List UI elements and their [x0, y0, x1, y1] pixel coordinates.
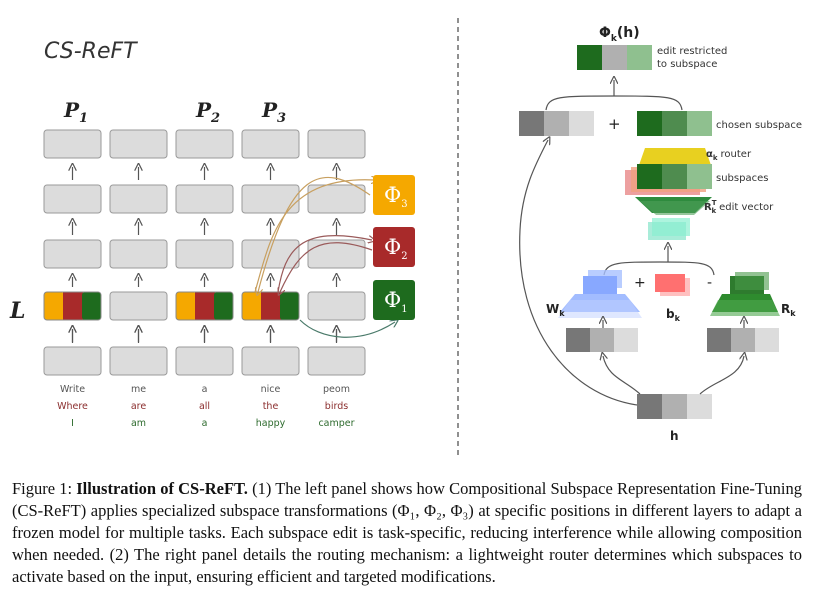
token: Write	[60, 384, 85, 395]
caption-prefix: Figure 1:	[12, 479, 77, 498]
layer-label: L	[9, 298, 25, 324]
arrow-from-phi2	[280, 242, 373, 292]
token: happy	[256, 418, 286, 429]
caption-body: (1) The left panel shows how Composition…	[12, 479, 802, 586]
token: a	[202, 384, 208, 395]
position-label: P2	[195, 98, 220, 126]
output-vector	[577, 45, 652, 70]
arrow-h-to-top	[519, 140, 638, 406]
hidden-state-cell	[241, 184, 300, 214]
r-label: Rk	[781, 302, 796, 318]
hidden-state-cell	[175, 184, 234, 214]
hidden-state-cell	[307, 291, 366, 321]
token: a	[202, 418, 208, 429]
r-input-vector	[707, 328, 779, 352]
minus-sign: -	[707, 275, 712, 291]
token: Where	[57, 401, 88, 412]
w-matrix	[558, 270, 642, 318]
phi-box-3: Φ3	[373, 175, 415, 215]
arrow-h-to-r	[699, 356, 744, 395]
svg-text:Φ1: Φ1	[384, 288, 408, 315]
w-input-vector	[566, 328, 638, 352]
hidden-state-cell	[43, 184, 102, 214]
figure-caption: Figure 1: Illustration of CS-ReFT. (1) T…	[12, 478, 802, 588]
bracket-inputs	[603, 261, 715, 276]
hidden-state-cell	[241, 346, 300, 376]
token: camper	[318, 418, 354, 429]
subspaces-label: subspaces	[716, 173, 768, 184]
hidden-state-cell	[43, 239, 102, 269]
hidden-state-cell	[109, 129, 168, 159]
token: birds	[325, 401, 348, 412]
arrow-from-phi3	[258, 176, 371, 292]
hidden-state-cell	[175, 239, 234, 269]
plus-sign-2: +	[634, 275, 646, 291]
token: peom	[323, 384, 350, 395]
bracket-combine	[545, 95, 683, 111]
token: am	[131, 418, 146, 429]
b-vector	[655, 274, 690, 296]
hidden-state-cell	[43, 346, 102, 376]
hidden-state-cell	[109, 291, 168, 321]
w-label: Wk	[546, 302, 565, 318]
hidden-state-cell	[307, 184, 366, 214]
caption-title: Illustration of CS-ReFT.	[76, 479, 248, 498]
input-copy-vector	[519, 111, 594, 136]
hidden-state-cell	[241, 239, 300, 269]
h-label: h	[670, 429, 679, 443]
token: are	[131, 401, 147, 412]
edited-cell	[175, 291, 234, 321]
token: me	[131, 384, 146, 395]
hidden-state-cell	[241, 129, 300, 159]
hidden-state-cell	[175, 129, 234, 159]
edited-cell	[241, 291, 300, 321]
difference-vector	[648, 218, 690, 240]
phi-box-2: Φ2	[373, 227, 415, 267]
plus-sign: +	[608, 115, 621, 133]
arrow-h-to-w	[603, 356, 641, 395]
subspaces-stack	[625, 164, 712, 195]
position-label: P1	[63, 98, 88, 126]
h-vector	[637, 394, 712, 419]
token: nice	[261, 384, 281, 395]
chosen-subspace-vector	[637, 111, 712, 136]
hidden-state-cell	[109, 184, 168, 214]
edited-cell	[43, 291, 102, 321]
token: all	[199, 401, 210, 412]
hidden-state-cell	[175, 346, 234, 376]
hidden-state-cell	[43, 129, 102, 159]
router-shape	[638, 148, 712, 168]
b-label: bk	[666, 307, 681, 323]
token: I	[71, 418, 74, 429]
hidden-state-cell	[307, 129, 366, 159]
arrow-to-phi2	[277, 235, 372, 293]
token: the	[263, 401, 279, 412]
svg-text:Φ3: Φ3	[384, 183, 408, 210]
chosen-subspace-label: chosen subspace	[716, 120, 802, 131]
position-labels: P1 P2 P3	[63, 98, 286, 126]
hidden-state-cell	[109, 239, 168, 269]
left-panel-title: CS-ReFT	[44, 39, 138, 64]
r-matrix	[710, 272, 780, 316]
position-label: P3	[261, 98, 286, 126]
hidden-state-cell	[109, 346, 168, 376]
phi-box-1: Φ1	[373, 280, 415, 320]
arrow-to-phi1	[299, 320, 395, 338]
output-label: Φk(h)	[599, 25, 640, 44]
svg-text:Φ2: Φ2	[384, 235, 408, 262]
hidden-state-cell	[307, 239, 366, 269]
hidden-state-cell	[307, 346, 366, 376]
layer-grid	[43, 129, 366, 376]
